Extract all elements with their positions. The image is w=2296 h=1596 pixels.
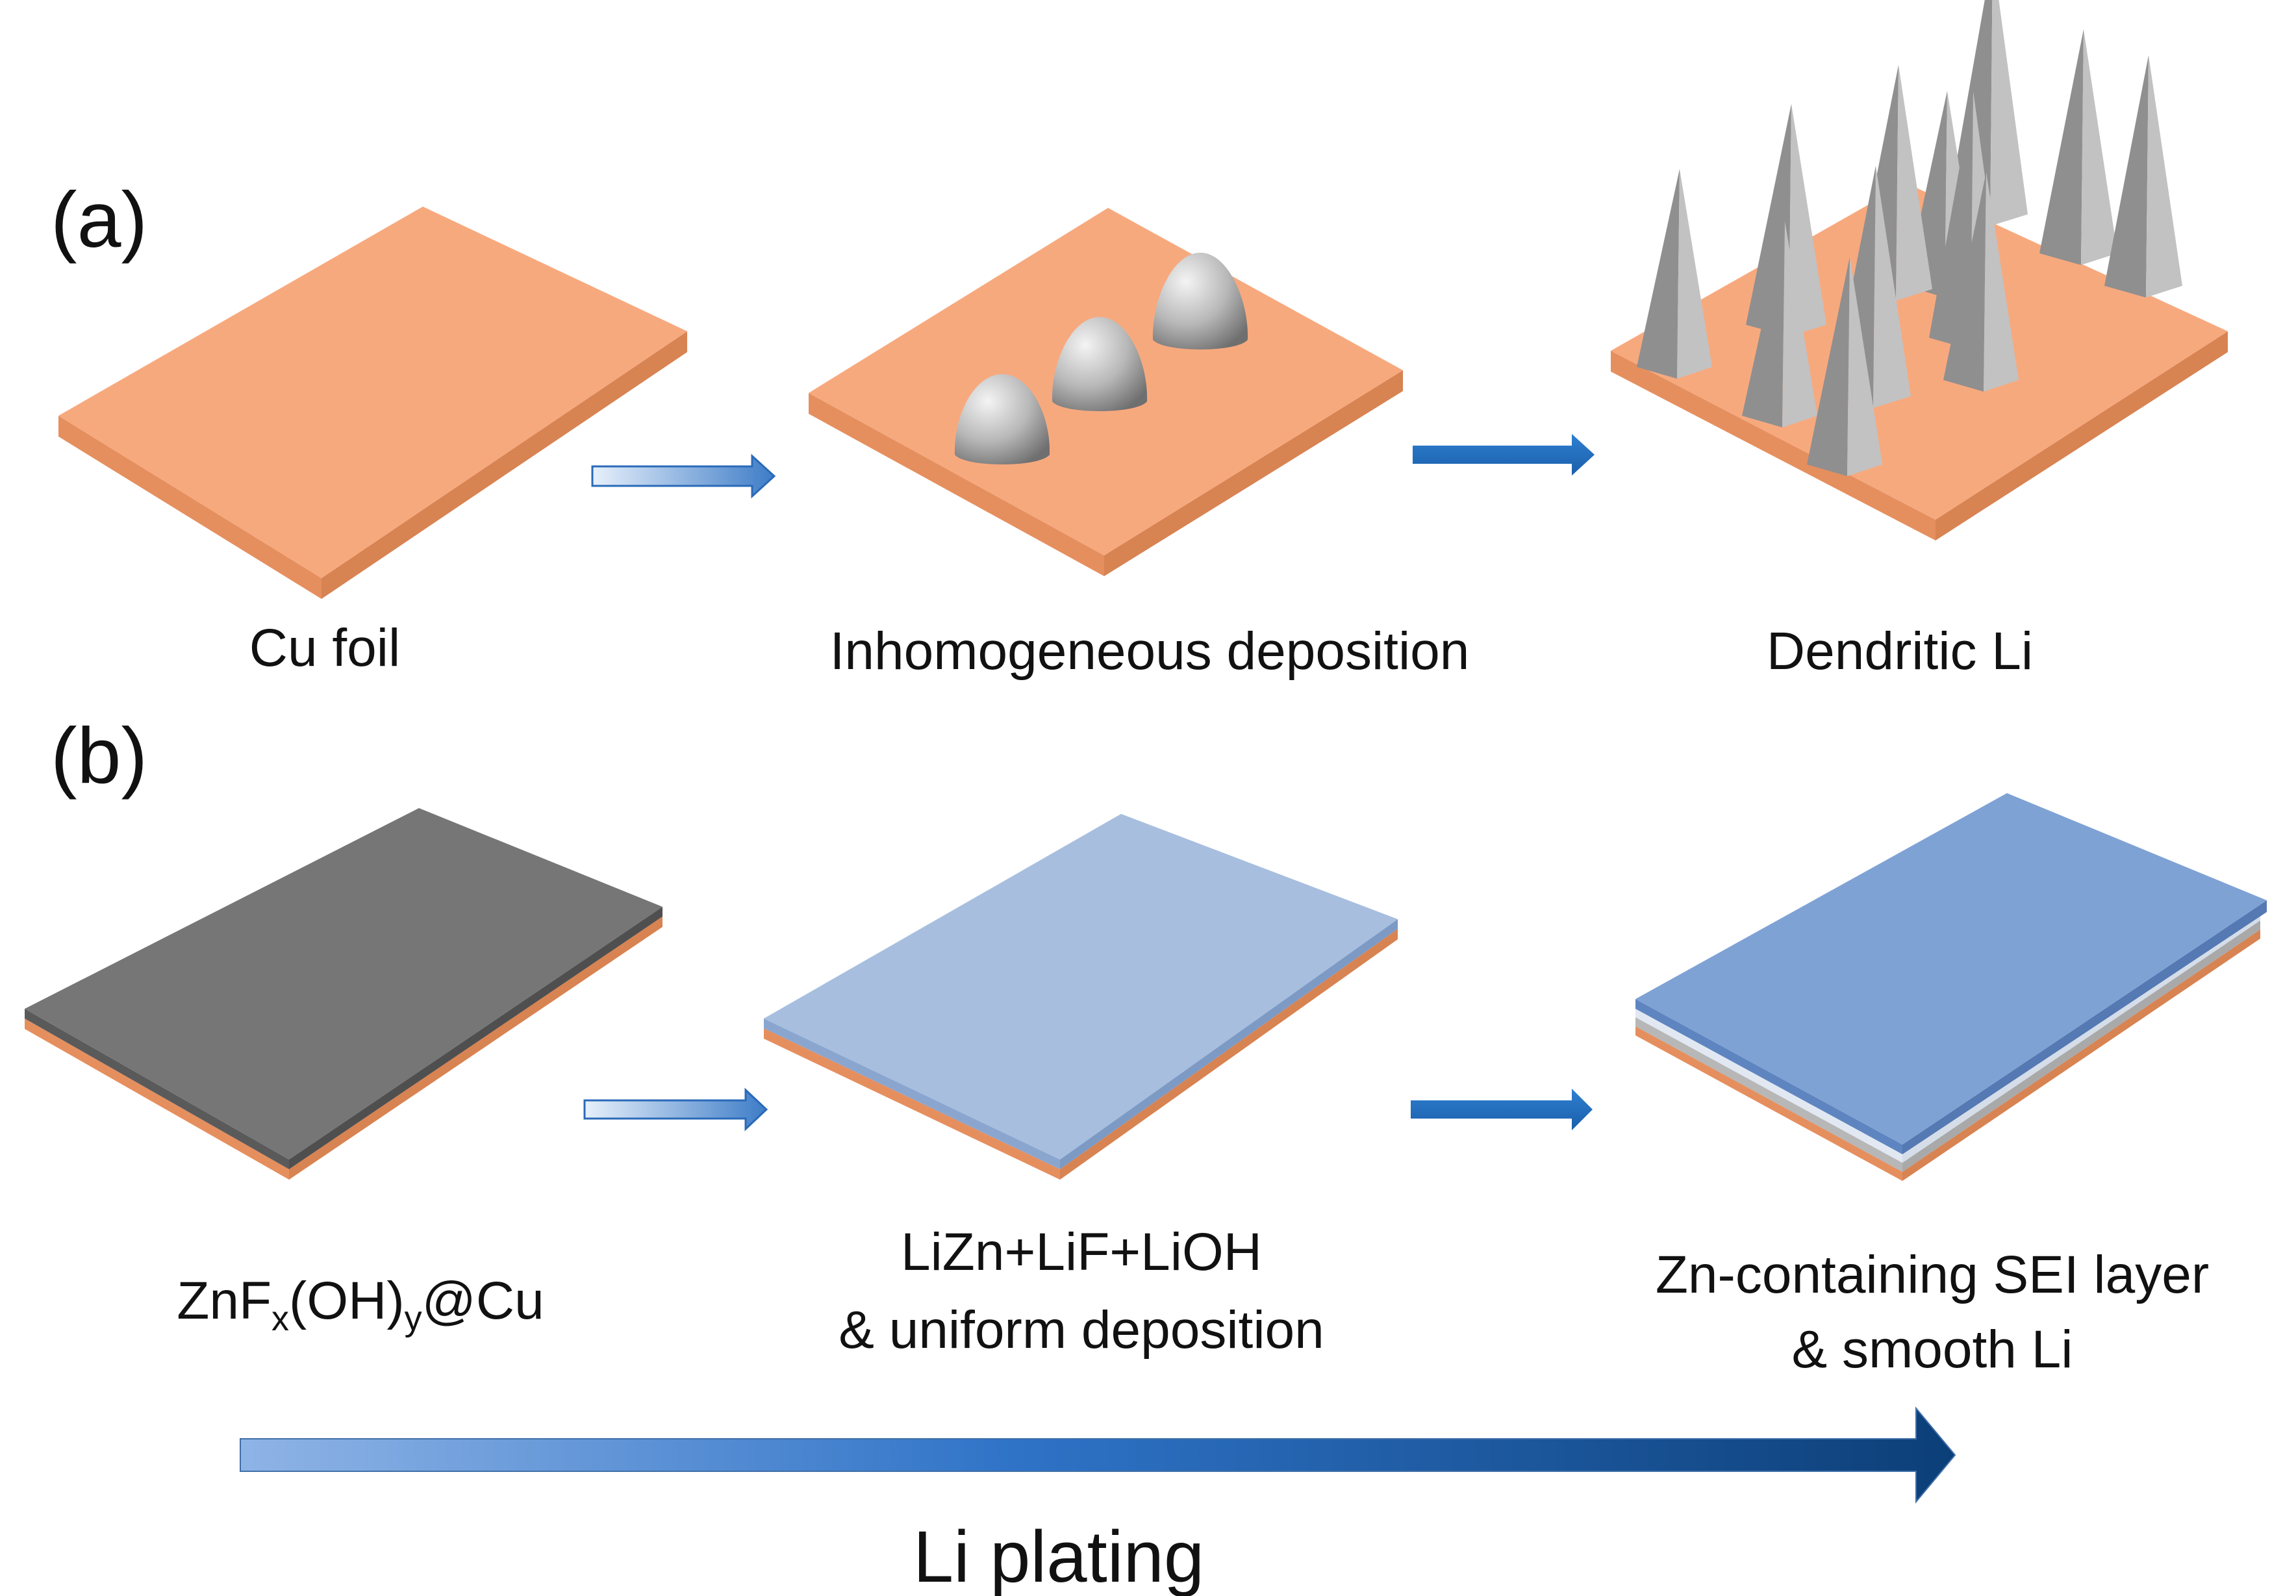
dendrite-cone-right-face <box>1847 257 1882 476</box>
dendrite-cone-left-face <box>1929 91 1973 349</box>
dendrite-cone-left-face <box>1742 221 1785 427</box>
dendrite-cone-right-face <box>1677 169 1712 379</box>
sei-smooth-li-plate <box>1635 793 2267 1181</box>
dendrite-cone-right-face <box>1789 104 1826 336</box>
dendrite-cone-right-face <box>1990 0 2028 226</box>
dendrite-cone <box>1742 221 1817 427</box>
dendrite-cone-right-face <box>2146 55 2182 298</box>
znf-oh-cu-plate <box>25 808 662 1180</box>
dendrite-cone-right-face <box>1984 172 2019 392</box>
li-plating-label: Li plating <box>913 1516 1204 1596</box>
dendrite-cone-right-face <box>1896 65 1932 301</box>
arrow-small-a <box>591 453 776 499</box>
li-bump-2 <box>1052 317 1148 411</box>
arrow-solid-b <box>1411 1089 1593 1130</box>
dendrite-cone-left-face <box>1637 169 1680 379</box>
dendrite-cone-left-face <box>2104 55 2149 298</box>
dendrite-cone-right-face <box>1782 221 1817 427</box>
dendrite-cone <box>2104 55 2182 298</box>
dendrite-cone <box>1637 169 1712 379</box>
li-bump-3 <box>1152 253 1248 349</box>
dendrite-cone-right-face <box>1873 166 1911 408</box>
dendrite-cone-left-face <box>2039 29 2084 265</box>
caption-cu-foil: Cu foil <box>249 618 400 678</box>
panel-label-a: (a) <box>51 175 147 264</box>
cu-foil-plate <box>58 207 687 599</box>
dendrite-cone-right-face <box>2081 29 2117 265</box>
dendrite-cone <box>2039 29 2117 265</box>
caption-sei-line1: Zn-containing SEI layer <box>1656 1245 2209 1304</box>
dendrite-cone <box>1943 172 2019 392</box>
dendrite-cone-left-face <box>1807 257 1850 476</box>
dendrite-cone <box>1807 257 1882 476</box>
caption-lizn-line1: LiZn+LiF+LiOH <box>901 1222 1262 1282</box>
arrow-small-b <box>583 1087 768 1132</box>
li-dendrites <box>1637 0 2182 476</box>
caption-lizn-line2: & uniform deposition <box>839 1300 1324 1360</box>
li-plating-arrow <box>240 1406 1956 1504</box>
caption-dendritic-li: Dendritic Li <box>1767 622 2033 681</box>
caption-znf-oh-cu: ZnFx(OH)y@Cu <box>177 1271 544 1338</box>
caption-sei-line2: & smooth Li <box>1792 1320 2073 1379</box>
li-bump-1 <box>954 374 1050 464</box>
dendrite-cone-left-face <box>1943 172 1986 392</box>
lizn-lif-lioh-plate <box>764 814 1398 1180</box>
panel-label-b: (b) <box>51 711 147 800</box>
arrow-solid-a <box>1413 434 1595 475</box>
caption-inhomogeneous-deposition: Inhomogeneous deposition <box>830 622 1470 681</box>
